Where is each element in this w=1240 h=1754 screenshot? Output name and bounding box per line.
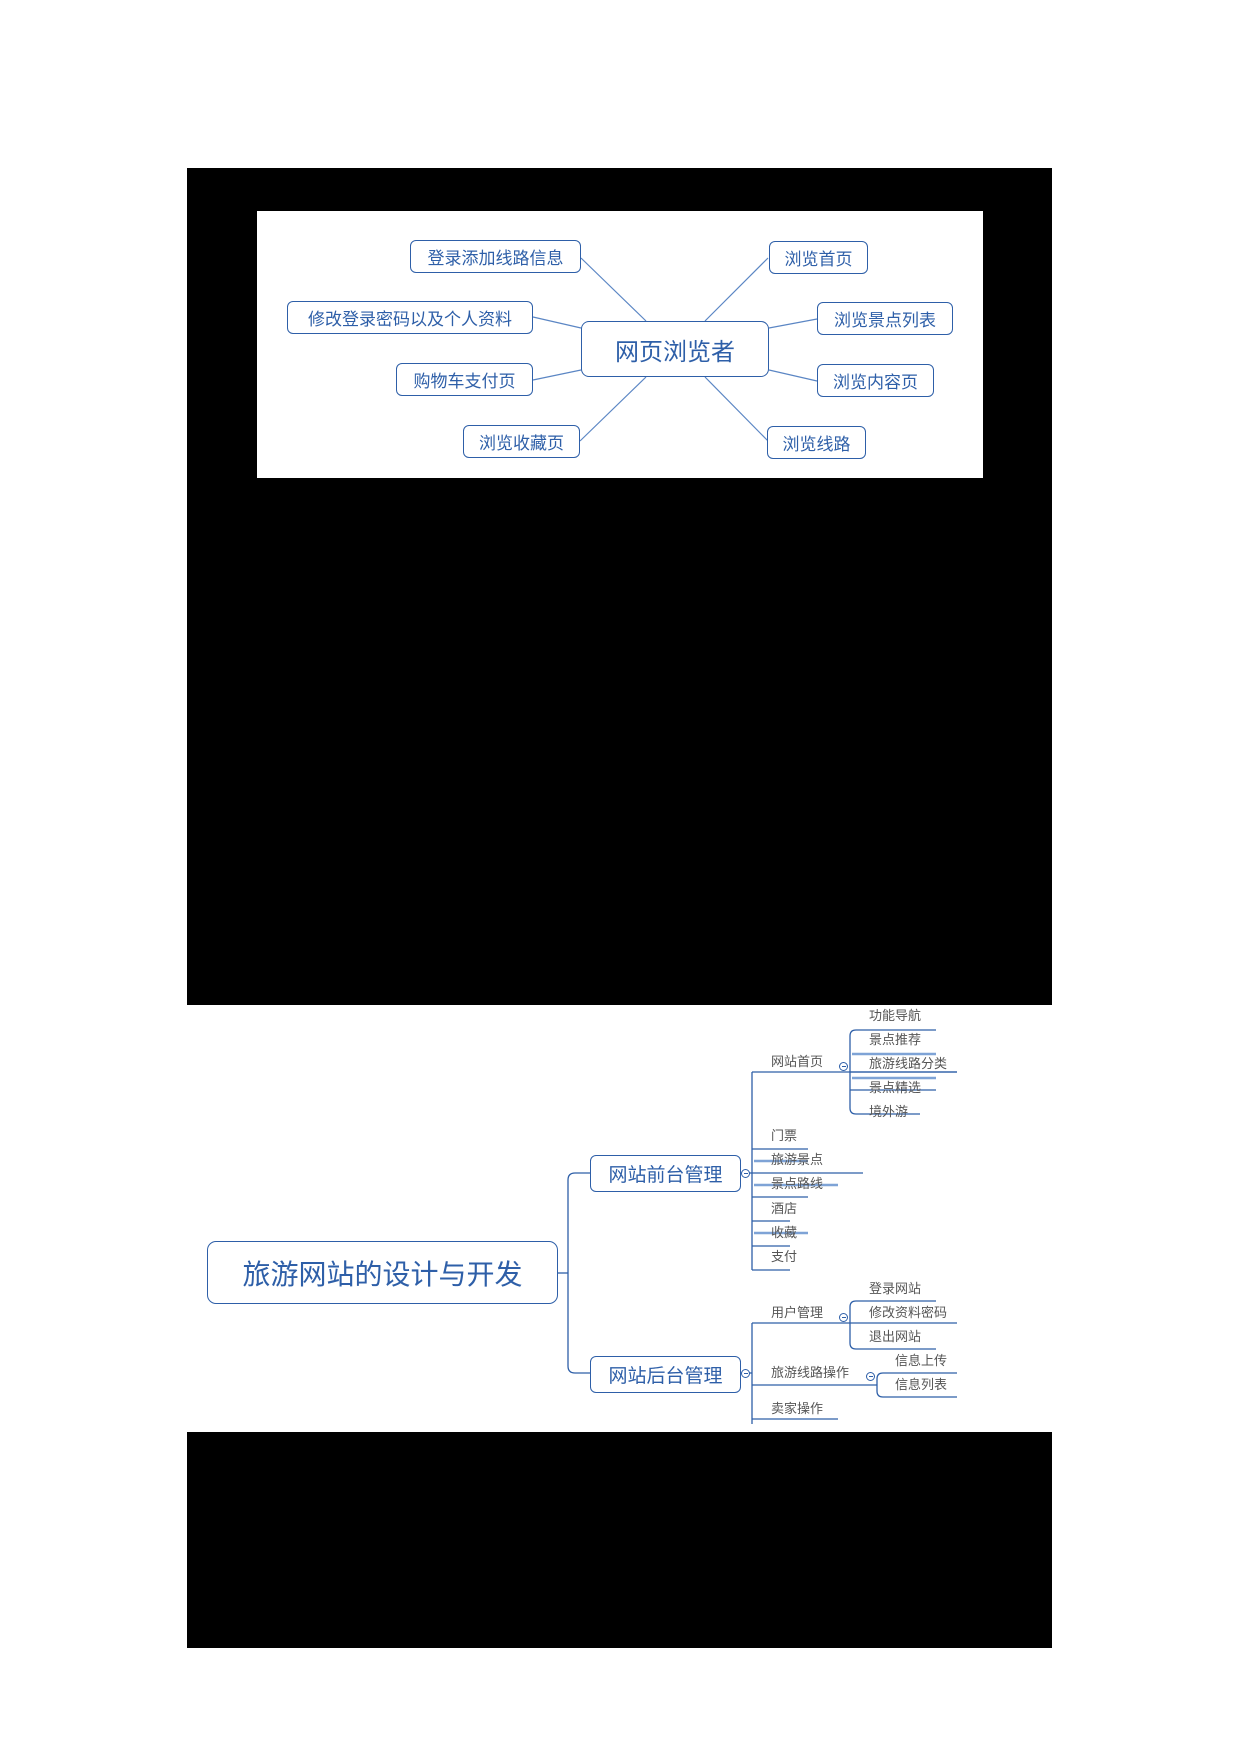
redacted-region-bottom <box>187 1432 1052 1648</box>
node-route-operations: 旅游线路操作 <box>771 1366 850 1381</box>
node-seller-operations: 卖家操作 <box>771 1402 824 1417</box>
node-payment: 支付 <box>771 1250 798 1265</box>
node-browse-routes: 浏览线路 <box>767 426 866 459</box>
leaf-logout: 退出网站 <box>869 1330 922 1345</box>
leaf-scenic-featured: 景点精选 <box>869 1081 922 1096</box>
leaf-route-category: 旅游线路分类 <box>869 1057 948 1072</box>
branch-node-frontend: 网站前台管理 <box>590 1155 741 1192</box>
node-browse-scenic-list: 浏览景点列表 <box>817 302 953 335</box>
collapse-toggle-backend[interactable] <box>741 1369 750 1378</box>
node-browse-favorites: 浏览收藏页 <box>463 425 580 458</box>
leaf-info-list: 信息列表 <box>895 1378 948 1393</box>
node-edit-password-profile: 修改登录密码以及个人资料 <box>287 301 533 334</box>
leaf-scenic-recommend: 景点推荐 <box>869 1033 922 1048</box>
collapse-toggle-user-management[interactable] <box>839 1313 848 1322</box>
collapse-toggle-frontend[interactable] <box>741 1169 750 1178</box>
node-browse-home: 浏览首页 <box>769 241 868 274</box>
root-node-travel-site: 旅游网站的设计与开发 <box>207 1241 558 1304</box>
leaf-nav: 功能导航 <box>869 1009 922 1024</box>
node-login-add-route: 登录添加线路信息 <box>410 240 581 273</box>
leaf-info-upload: 信息上传 <box>895 1354 948 1369</box>
node-user-management: 用户管理 <box>771 1306 824 1321</box>
leaf-login-site: 登录网站 <box>869 1282 922 1297</box>
branch-node-backend: 网站后台管理 <box>590 1356 741 1393</box>
node-site-home: 网站首页 <box>771 1055 824 1070</box>
node-scenic-routes: 景点路线 <box>771 1177 824 1192</box>
collapse-toggle-route-operations[interactable] <box>866 1372 875 1381</box>
node-hotel: 酒店 <box>771 1202 798 1217</box>
node-tickets: 门票 <box>771 1129 798 1144</box>
leaf-overseas: 境外游 <box>869 1105 909 1120</box>
center-node-web-visitor: 网页浏览者 <box>581 321 769 377</box>
node-browse-content: 浏览内容页 <box>817 364 934 397</box>
node-favorites: 收藏 <box>771 1226 798 1241</box>
node-scenic-spots: 旅游景点 <box>771 1153 824 1168</box>
node-cart-payment: 购物车支付页 <box>396 363 533 396</box>
leaf-edit-profile-password: 修改资料密码 <box>869 1306 948 1321</box>
collapse-toggle-site-home[interactable] <box>839 1062 848 1071</box>
